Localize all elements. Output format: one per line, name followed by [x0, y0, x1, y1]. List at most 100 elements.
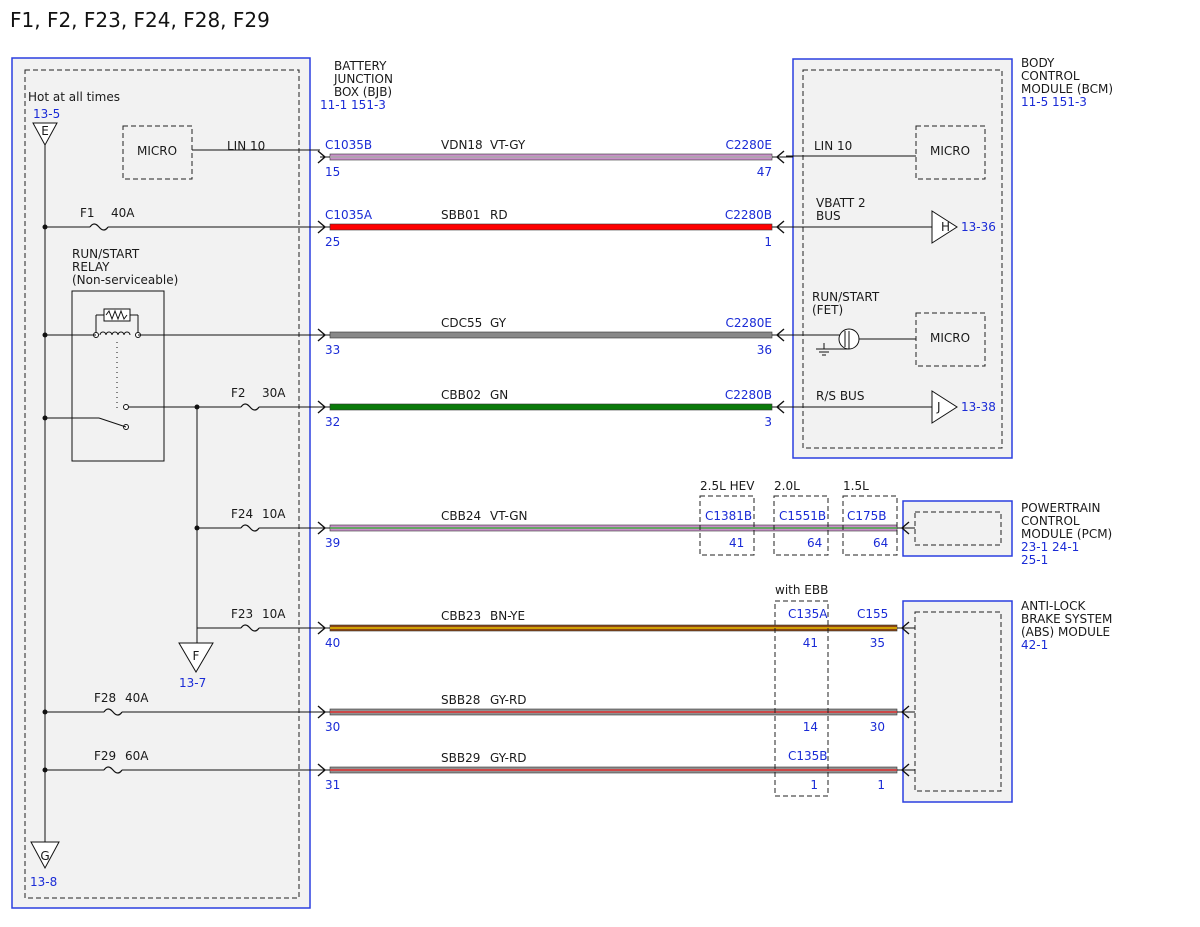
bcm-micro-label: MICRO [930, 144, 970, 158]
wire-cbb02 [329, 403, 773, 411]
fuse-icon-f24 [240, 524, 260, 532]
fet-transistor-icon [786, 328, 916, 350]
j-ref: 13-38 [961, 400, 996, 414]
svg-text:2.5L HEV: 2.5L HEV [700, 479, 755, 493]
mid-pin-sbb28: 14 [803, 720, 818, 734]
svg-text:MODULE (BCM): MODULE (BCM) [1021, 82, 1113, 96]
pcm-variant-2-5l: 2.5L HEV C1381B 41 [699, 479, 755, 556]
fuse-icon-f23 [240, 624, 260, 632]
bcm-refs: 11-5 151-3 [1021, 95, 1087, 109]
right-pin-cbb23: 35 [870, 636, 885, 650]
color-label-cbb02: GN [490, 388, 508, 402]
svg-text:J: J [936, 400, 941, 414]
wire-cdc55 [329, 331, 773, 339]
left-pin-sbb28: 30 [325, 720, 340, 734]
svg-text:64: 64 [873, 536, 888, 550]
ebb-label: with EBB [775, 583, 828, 597]
color-label-cdc55: GY [490, 316, 507, 330]
bjb-micro-box [122, 125, 193, 180]
svg-text:41: 41 [729, 536, 744, 550]
svg-text:JUNCTION: JUNCTION [333, 72, 393, 86]
svg-text:BRAKE SYSTEM: BRAKE SYSTEM [1021, 612, 1112, 626]
circuit-label-vdn18: VDN18 [441, 138, 483, 152]
svg-text:RUN/START: RUN/START [812, 290, 880, 304]
fuse-icon-f29 [103, 766, 123, 774]
wire-sbb01 [329, 223, 773, 231]
connector-h-icon: H [931, 210, 958, 244]
relay-label: RUN/START RELAY (Non-serviceable) [72, 247, 178, 287]
svg-text:(ABS) MODULE: (ABS) MODULE [1021, 625, 1110, 639]
fuse-amps-f24: 10A [262, 507, 286, 521]
color-label-sbb28: GY-RD [490, 693, 527, 707]
bjb-inner-border [24, 69, 300, 899]
left-pin-cbb02: 32 [325, 415, 340, 429]
bcm-name: BODY CONTROL MODULE (BCM) [1021, 56, 1113, 96]
svg-text:C1381B: C1381B [705, 509, 752, 523]
vbatt-label: VBATT 2 BUS [816, 196, 866, 223]
fuse-icon-f2 [240, 403, 260, 411]
bjb-name: BATTERY JUNCTION BOX (BJB) [333, 59, 393, 99]
fuse-label-f24: F24 [231, 507, 253, 521]
bjb-refs: 11-1 151-3 [320, 98, 386, 112]
diagram-title: F1, F2, F23, F24, F28, F29 [10, 8, 270, 32]
runstart-fet-label: RUN/START (FET) [812, 290, 880, 317]
bcm-lin-label: LIN 10 [814, 139, 852, 153]
connector-f-icon: F [178, 642, 214, 673]
svg-text:ANTI-LOCK: ANTI-LOCK [1021, 599, 1086, 613]
svg-text:RUN/START: RUN/START [72, 247, 140, 261]
circuit-label-sbb01: SBB01 [441, 208, 480, 222]
circuit-label-cdc55: CDC55 [441, 316, 482, 330]
right-pin-cdc55: 36 [757, 343, 772, 357]
svg-text:64: 64 [807, 536, 822, 550]
svg-text:(Non-serviceable): (Non-serviceable) [72, 273, 178, 287]
rs-bus-label: R/S BUS [816, 389, 864, 403]
right-pin-sbb01: 1 [764, 235, 772, 249]
svg-text:1.5L: 1.5L [843, 479, 869, 493]
abs-name: ANTI-LOCK BRAKE SYSTEM (ABS) MODULE [1021, 599, 1112, 639]
svg-text:(FET): (FET) [812, 303, 843, 317]
left-pin-vdn18: 15 [325, 165, 340, 179]
fuse-icon-f1 [89, 223, 109, 231]
right-pin-sbb29: 1 [877, 778, 885, 792]
svg-text:BOX (BJB): BOX (BJB) [334, 85, 392, 99]
fuse-amps-f1: 40A [111, 206, 135, 220]
svg-text:CONTROL: CONTROL [1021, 69, 1080, 83]
fuse-label-f28: F28 [94, 691, 116, 705]
pcm-inner-border [914, 511, 1002, 546]
f-ref: 13-7 [179, 676, 206, 690]
bcm-micro2-label: MICRO [930, 331, 970, 345]
pcm-variant-1-5l: 1.5L C175B 64 [842, 479, 898, 556]
right-connector-sbb01: C2280B [725, 208, 772, 222]
svg-text:BUS: BUS [816, 209, 841, 223]
ground-ref: 13-8 [30, 875, 57, 889]
mid-pin-cbb23: 41 [803, 636, 818, 650]
right-pin-sbb28: 30 [870, 720, 885, 734]
left-pin-cdc55: 33 [325, 343, 340, 357]
left-pin-cbb23: 40 [325, 636, 340, 650]
left-pin-sbb29: 31 [325, 778, 340, 792]
left-connector-vdn18: C1035B [325, 138, 372, 152]
fuse-label-f1: F1 [80, 206, 95, 220]
connector-j-icon: J [931, 390, 958, 424]
svg-text:RELAY: RELAY [72, 260, 110, 274]
right-connector-cbb02: C2280B [725, 388, 772, 402]
left-pin-sbb01: 25 [325, 235, 340, 249]
abs-inner-border [914, 611, 1002, 792]
svg-text:E: E [41, 124, 49, 138]
right-connector-vdn18: C2280E [726, 138, 773, 152]
mid-pin-sbb29: 1 [810, 778, 818, 792]
hot-ref: 13-5 [33, 107, 60, 121]
svg-text:MODULE (PCM): MODULE (PCM) [1021, 527, 1112, 541]
svg-text:BODY: BODY [1021, 56, 1055, 70]
pcm-refs-1: 23-1 24-1 [1021, 540, 1079, 554]
pcm-variant-2-0l: 2.0L C1551B 64 [773, 479, 829, 556]
svg-text:2.0L: 2.0L [774, 479, 800, 493]
bjb-micro-label: MICRO [137, 144, 177, 158]
h-ref: 13-36 [961, 220, 996, 234]
color-label-sbb01: RD [490, 208, 508, 222]
fuse-amps-f23: 10A [262, 607, 286, 621]
bjb-module-box [11, 57, 311, 909]
connector-g-icon: G [30, 841, 60, 870]
